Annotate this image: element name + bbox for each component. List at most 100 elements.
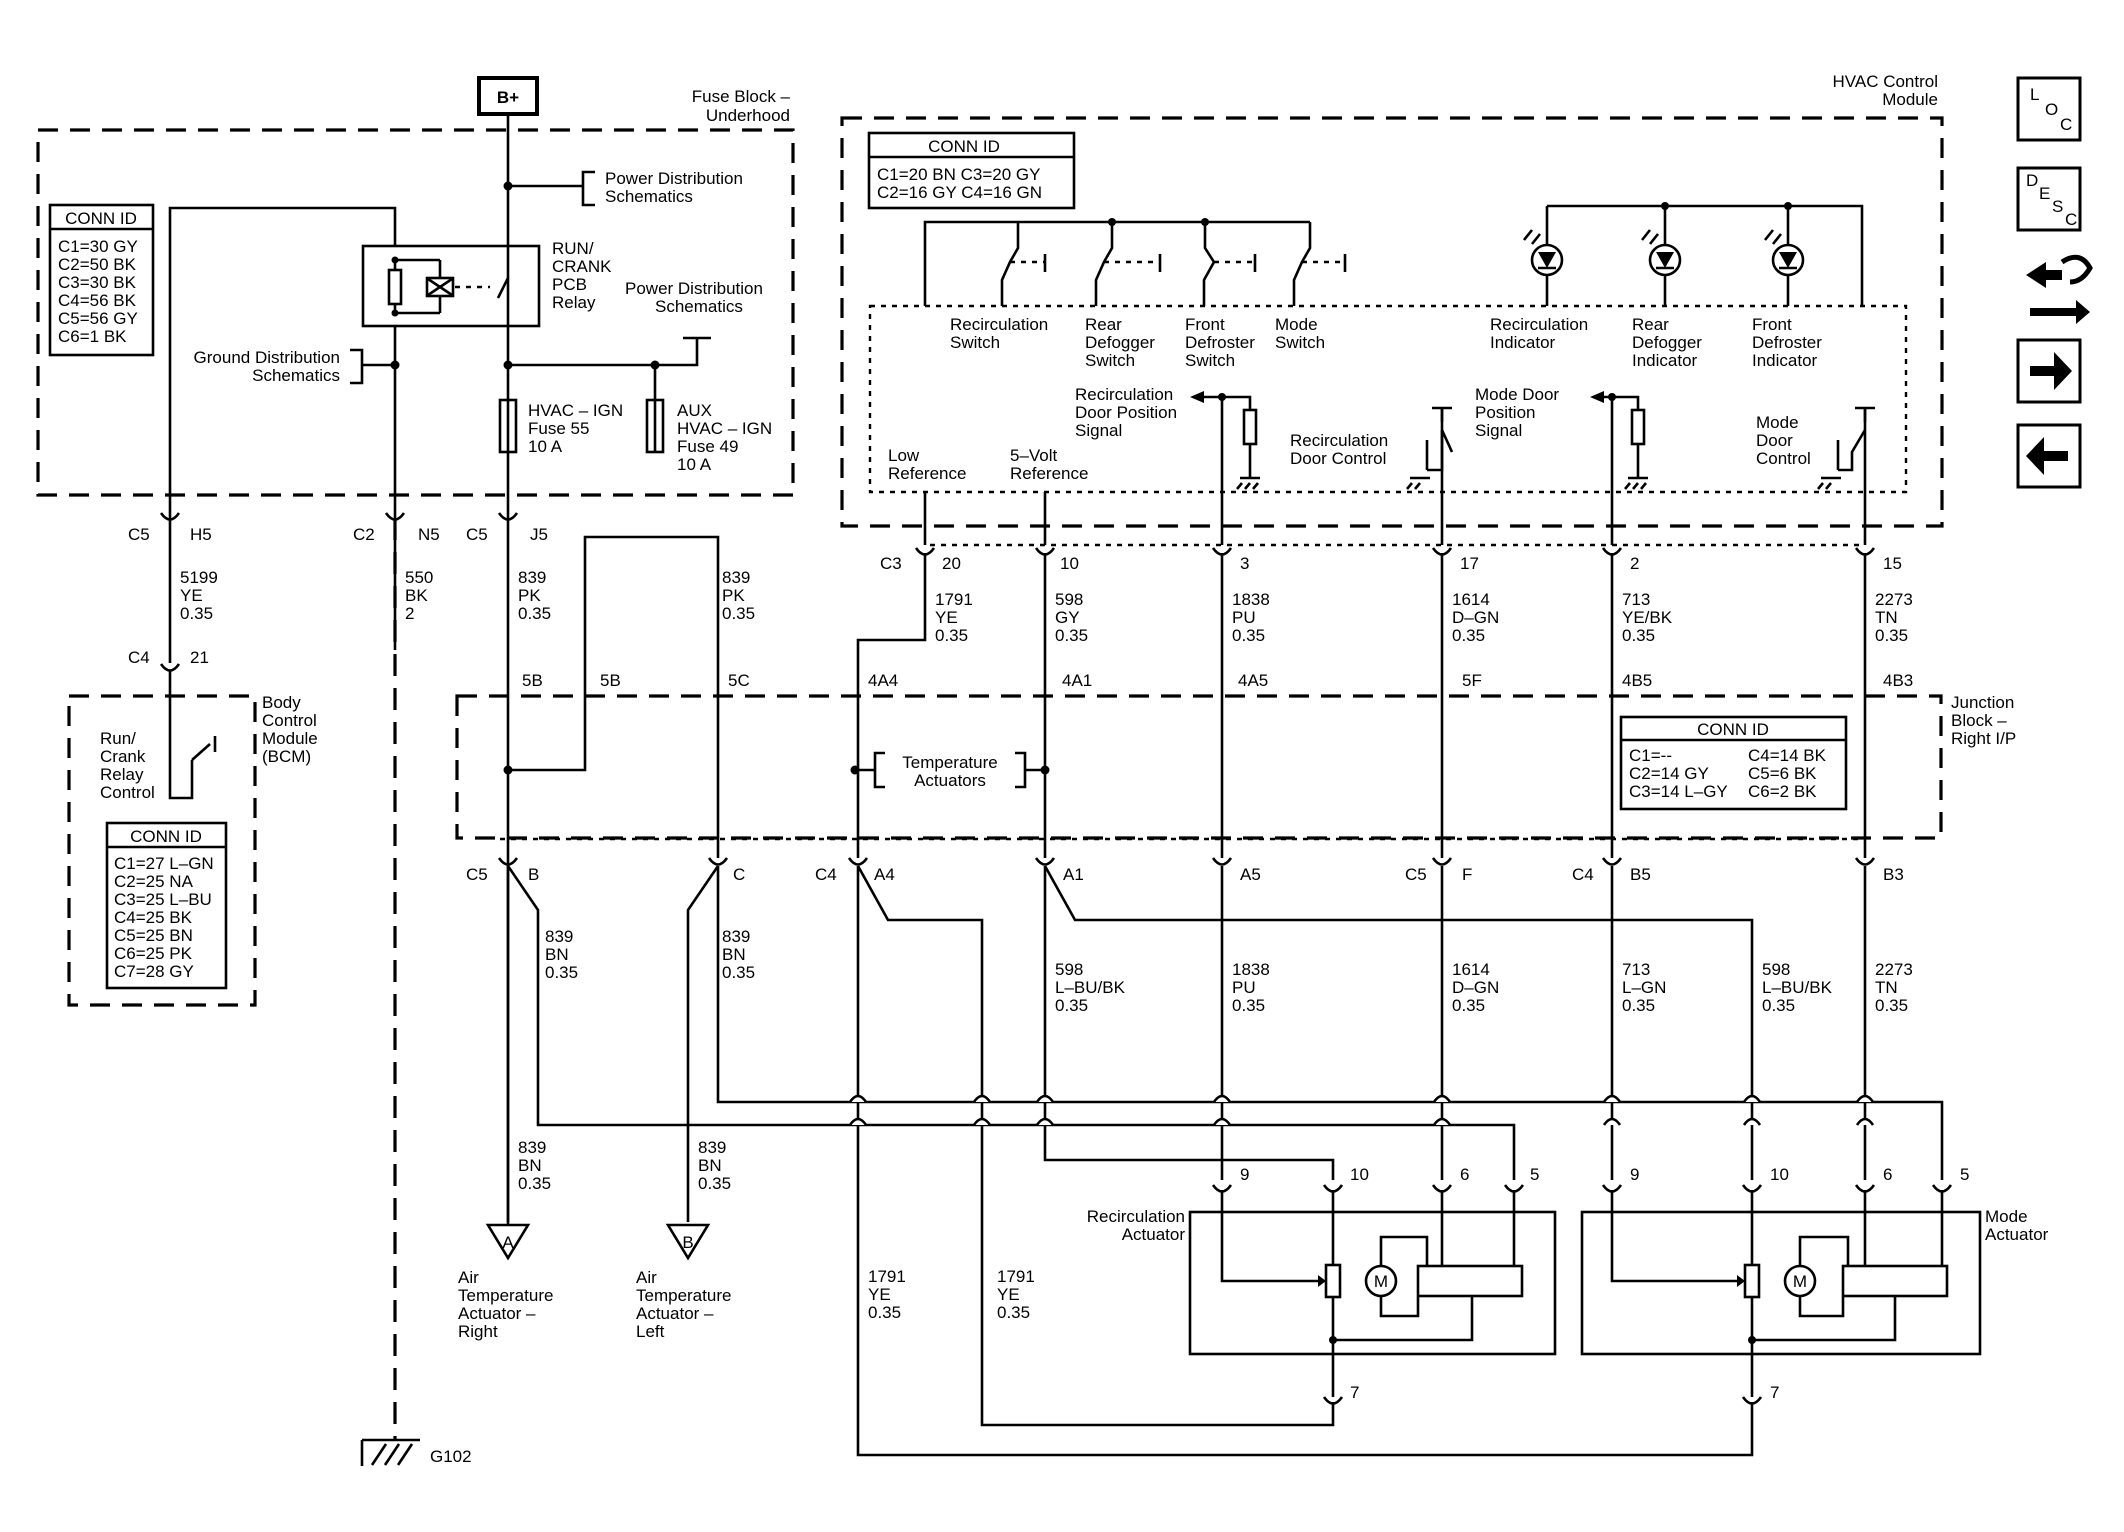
indicator-label: Indicator [1632,351,1698,370]
relay-label: RUN/ [552,239,594,258]
wire-label: 839 [722,568,750,587]
jb-pin-label: 5C [728,671,750,690]
bcm-relay-label: Control [100,783,155,802]
motor-label: M [1374,1272,1388,1291]
desc-button[interactable]: D E S C [2016,166,2082,232]
wire-label: 550 [405,568,433,587]
relay-label: CRANK [552,257,612,276]
wire-label: 1791 [997,1267,1035,1286]
wire-label: 0.35 [1055,996,1088,1015]
relay-label: PCB [552,275,587,294]
jb-conn-id: CONN ID C1=-- C2=14 GY C3=14 L–GY C4=14 … [1619,715,1848,811]
fuse-55-label: Fuse 55 [528,419,589,438]
connector-path-icon[interactable] [2026,254,2093,324]
indicator-label: Recirculation [1490,315,1588,334]
wire-label: 0.35 [698,1174,731,1193]
pin-label: 6 [1883,1165,1892,1184]
pin-label: 20 [942,554,961,573]
load-label: Actuator – [458,1304,536,1323]
wire-label: L–GN [1622,978,1666,997]
connector-fb-c5-j5: C5 J5 [466,512,548,544]
wire-839-bn-d [686,865,720,1222]
hvac-title: Module [1882,90,1938,109]
wire-1791-top [856,553,927,858]
fuse-block-title: Fuse Block – Underhood [692,87,791,125]
connector-label: J5 [530,525,548,544]
volt-reference-label: 5–Volt [1010,446,1058,465]
fuse-49-label: 10 A [677,455,712,474]
potentiometer [1743,1263,1761,1299]
connector-label: C4 [128,648,150,667]
wire-label: 0.35 [180,604,213,623]
wire-5199-internal [168,206,397,494]
loc-letter: C [2060,115,2072,134]
loc-letter: L [2030,85,2039,104]
bcm-conn-id: CONN ID C1=27 L–GN C2=25 NA C3=25 L–BU C… [105,821,228,990]
connector-label: B [528,865,539,884]
arrow-left-icon[interactable] [2016,423,2082,489]
wire-label: 1791 [935,590,973,609]
switch-label: Switch [1085,351,1135,370]
wire-label: 839 [722,927,750,946]
wire-label: 1614 [1452,960,1490,979]
wire-label: YE [868,1285,891,1304]
load-label: Actuator – [636,1304,714,1323]
indicator-label: Rear [1632,315,1669,334]
ground-g102: G102 [360,1438,472,1466]
wire-label: 713 [1622,590,1650,609]
connector-label: C4 [1572,865,1594,884]
wire-label: PK [722,586,745,605]
load-label: Temperature [636,1286,731,1305]
wire-label: L–BU/BK [1762,978,1833,997]
pin-label: 2 [1630,554,1639,573]
pin-label: 9 [1240,1165,1249,1184]
pin-label: 10 [1770,1165,1789,1184]
connector-label: C3 [880,554,902,573]
mode-control-circuit [1817,406,1875,490]
actuator-label: Recirculation [1087,1207,1185,1226]
wire-label: 598 [1762,960,1790,979]
wire-label: 0.35 [545,963,578,982]
indicator-label: Front [1752,315,1792,334]
bcm-relay-control-wire [168,670,194,800]
motor-label: M [1793,1272,1807,1291]
indicator-label: Indicator [1752,351,1818,370]
actuator-label: Actuator [1985,1225,2049,1244]
actuator-label: Mode [1985,1207,2028,1226]
bcm-outline [67,694,257,1007]
ground-dist-label: Schematics [252,366,340,385]
fuse-block-title-2: Underhood [706,106,790,125]
wire-label: TN [1875,608,1898,627]
fuse-block-outline [36,128,795,497]
connector-label: B3 [1883,865,1904,884]
loc-button[interactable]: L O C [2016,76,2082,142]
bcm-relay-label: Crank [100,747,146,766]
load-label: Air [636,1268,657,1287]
wire-label: 0.35 [1762,996,1795,1015]
conn-id-row: C3=14 L–GY [1629,782,1728,801]
conn-id-row: C1=20 BN C3=20 GY [877,165,1040,184]
pin-label: 5 [1960,1165,1969,1184]
power-dist-label: Power Distribution [625,279,763,298]
conn-id-title: CONN ID [1697,720,1769,739]
bplus-box [477,76,539,116]
wire-label: 1614 [1452,590,1490,609]
wire-label: YE/BK [1622,608,1673,627]
wire-label: 0.35 [518,1174,551,1193]
wire-label: 0.35 [722,963,755,982]
air-temp-actuator-right: A Air Temperature Actuator – Right [458,1223,553,1341]
recirculation-actuator: 9 10 6 5 7 M [1188,1165,1557,1405]
power-dist-label: Power Distribution [605,169,743,188]
recirc-position-label: Door Position [1075,403,1177,422]
arrow-right-icon[interactable] [2016,338,2082,404]
recirculation-indicator [1522,206,1564,306]
loc-letter: O [2045,100,2058,119]
connector-label: C2 [353,525,375,544]
wire-label: 2273 [1875,590,1913,609]
desc-letter: E [2039,184,2050,203]
conn-id-row: C5=6 BK [1748,764,1817,783]
relay-resistor [387,268,403,306]
wire-598-lbu [1043,866,1335,1180]
conn-id-row: C3=25 L–BU [114,890,212,909]
indicator-label: Indicator [1490,333,1556,352]
